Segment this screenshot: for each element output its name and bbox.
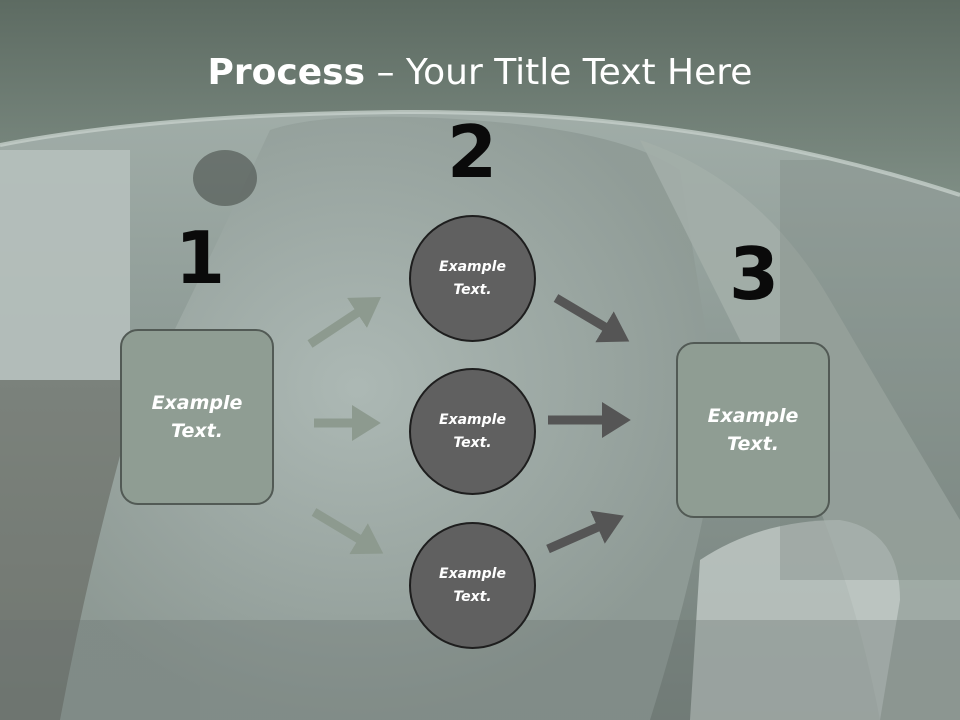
step-number-2: 2 [446,110,498,194]
title-rest: – Your Title Text Here [365,52,753,93]
box-step-1-label: Example Text. [151,391,243,443]
arrow-left-top [307,297,382,348]
circle-bottom[interactable]: Example Text. [409,522,536,649]
step-number-1: 1 [174,216,226,300]
page-title: Process – Your Title Text Here [0,52,960,93]
title-band [0,0,960,197]
box-step-3-label: Example Text. [707,404,799,456]
box-step-1[interactable]: Example Text. [120,329,274,505]
circle-top-label: Example Text. [439,259,506,298]
arrow-right-top [553,294,630,343]
circle-bottom-label: Example Text. [439,566,506,605]
box-step-3[interactable]: Example Text. [676,342,830,518]
circle-middle[interactable]: Example Text. [409,368,536,495]
arrow-right-bottom [546,510,624,554]
step-number-3: 3 [728,232,780,316]
circle-middle-label: Example Text. [439,412,506,451]
title-bold: Process [207,52,366,93]
circle-top[interactable]: Example Text. [409,215,536,342]
arrow-left-bottom [311,508,384,555]
